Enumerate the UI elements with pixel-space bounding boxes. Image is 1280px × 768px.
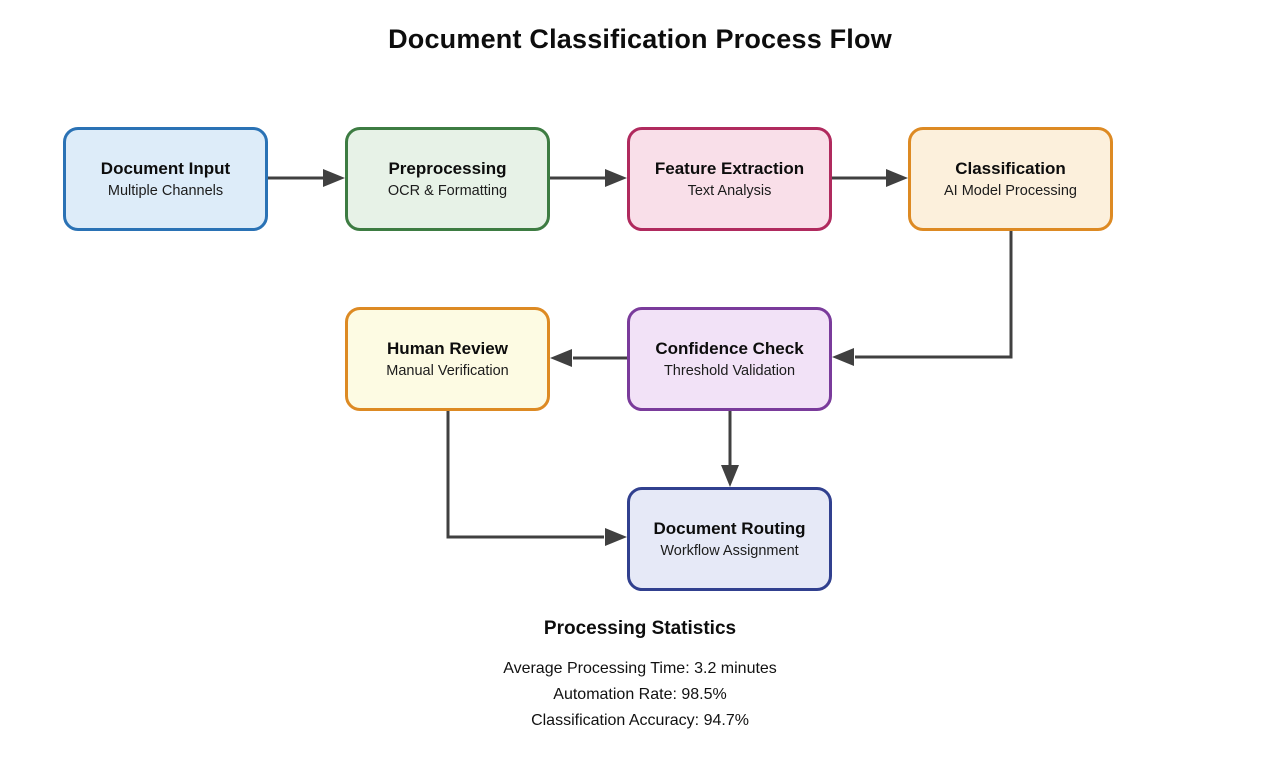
node-subtitle: Manual Verification — [386, 362, 509, 379]
node-title: Feature Extraction — [654, 158, 805, 178]
node-classification: Classification AI Model Processing — [908, 127, 1113, 231]
arrowhead-left-icon — [832, 348, 854, 366]
node-title: Classification — [955, 158, 1066, 178]
node-subtitle: Threshold Validation — [663, 362, 796, 379]
node-title: Human Review — [387, 338, 508, 358]
arrowhead-right-icon — [323, 169, 345, 187]
node-subtitle: Workflow Assignment — [660, 542, 799, 559]
arrowhead-left-icon — [550, 349, 572, 367]
arrowhead-right-icon — [886, 169, 908, 187]
node-document-routing: Document Routing Workflow Assignment — [627, 487, 832, 591]
node-subtitle: Text Analysis — [687, 182, 772, 199]
node-title: Confidence Check — [655, 338, 804, 358]
statistic-classification-accuracy: Classification Accuracy: 94.7% — [531, 712, 749, 729]
arrowhead-right-icon — [605, 169, 627, 187]
node-title: Document Input — [100, 158, 231, 178]
node-feature-extraction: Feature Extraction Text Analysis — [627, 127, 832, 231]
edge-classification-to-confidence — [855, 231, 1013, 359]
processing-statistics: Processing Statistics Average Processing… — [0, 618, 1280, 734]
node-confidence-check: Confidence Check Threshold Validation — [627, 307, 832, 411]
statistics-heading: Processing Statistics — [543, 618, 737, 639]
page-title: Document Classification Process Flow — [388, 24, 892, 54]
node-preprocessing: Preprocessing OCR & Formatting — [345, 127, 550, 231]
node-document-input: Document Input Multiple Channels — [63, 127, 268, 231]
node-subtitle: Multiple Channels — [107, 182, 224, 199]
statistic-avg-processing-time: Average Processing Time: 3.2 minutes — [503, 660, 777, 677]
node-title: Preprocessing — [388, 158, 507, 178]
node-human-review: Human Review Manual Verification — [345, 307, 550, 411]
node-title: Document Routing — [653, 518, 806, 538]
node-subtitle: AI Model Processing — [944, 182, 1077, 199]
arrowhead-down-icon — [721, 465, 739, 487]
edge-human-to-routing — [446, 411, 604, 539]
node-subtitle: OCR & Formatting — [387, 182, 508, 199]
arrowhead-right-icon — [605, 528, 627, 546]
statistic-automation-rate: Automation Rate: 98.5% — [553, 686, 727, 703]
